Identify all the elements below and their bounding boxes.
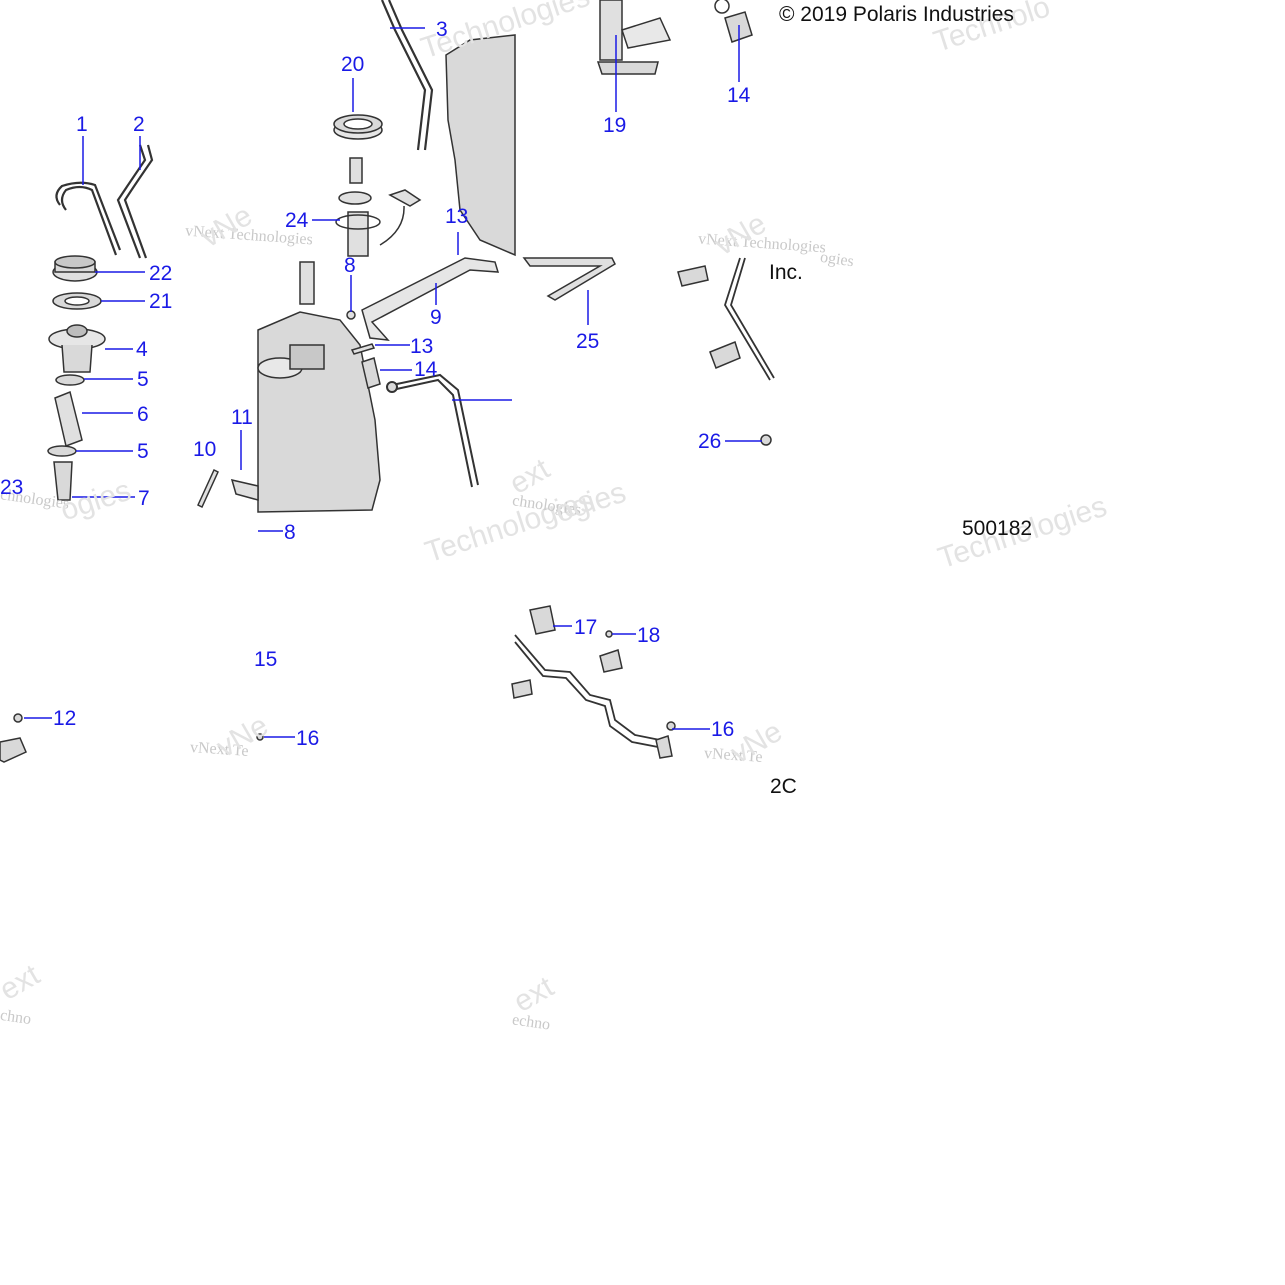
callout-4: 4 [136,338,148,361]
callout-5-upper: 5 [137,368,149,391]
callout-22: 22 [149,262,173,285]
callout-15: 15 [254,648,278,671]
callout-2: 2 [133,113,145,136]
clamp-lower [47,445,77,457]
line-clips-lower [511,605,676,759]
small-clip [361,357,381,389]
fill-pipe-tube-2 [116,144,154,259]
bracket-lower [0,713,264,763]
copyright-text: © 2019 Polaris Industries [779,3,1014,26]
callout-9: 9 [430,306,442,329]
callout-20: 20 [341,53,365,76]
fuel-pump-module [338,157,422,257]
cap-seal [52,292,102,310]
callout-13-upper: 13 [445,205,469,228]
leader-lines [24,25,762,738]
line-clips-right [677,265,772,446]
diagram-code: 500182 [962,517,1033,540]
callout-23: 23 [0,476,24,499]
callout-12: 12 [53,707,77,730]
callout-13-lower: 13 [410,335,434,358]
callout-1: 1 [76,113,88,136]
fuel-cap [52,255,98,282]
strap-bolt [197,468,259,509]
fill-pipe-tube-1 [55,181,122,256]
diagram-code-fragment: 2C [770,775,797,798]
callout-18: 18 [637,624,661,647]
callout-8-upper: 8 [344,254,356,277]
callout-16-right: 16 [711,718,735,741]
vent-line [380,0,434,151]
tank-upper [445,34,516,257]
heat-shield [522,257,616,301]
callout-10: 10 [193,438,217,461]
fuel-line-tank [386,373,479,488]
callout-5-lower: 5 [137,440,149,463]
vent-fitting [53,461,73,501]
callout-24: 24 [285,209,309,232]
callout-6: 6 [137,403,149,426]
callout-25: 25 [576,330,600,353]
pin [346,310,376,355]
mounting-bracket [361,257,500,341]
pump-seal [335,214,381,230]
callout-16-left: 16 [296,727,320,750]
callout-7: 7 [138,487,150,510]
fuel-line-lower [514,634,661,748]
fuel-tank [257,261,381,513]
clamp-upper [55,374,85,386]
filler-neck [48,324,106,373]
callout-14-lower: 14 [414,358,438,381]
callout-3: 3 [436,18,448,41]
copyright-suffix: Inc. [769,261,803,284]
callout-11: 11 [231,406,253,429]
sender-clip [714,0,753,43]
lock-ring [333,114,383,140]
callout-19: 19 [603,114,627,137]
callout-8-lower: 8 [284,521,296,544]
filler-hose [54,390,83,448]
fuel-line-right [724,257,775,381]
callout-26: 26 [698,430,722,453]
callout-14-upper: 14 [727,84,751,107]
callout-17: 17 [574,616,598,639]
pump-motor [596,0,672,75]
callout-21: 21 [149,290,173,313]
